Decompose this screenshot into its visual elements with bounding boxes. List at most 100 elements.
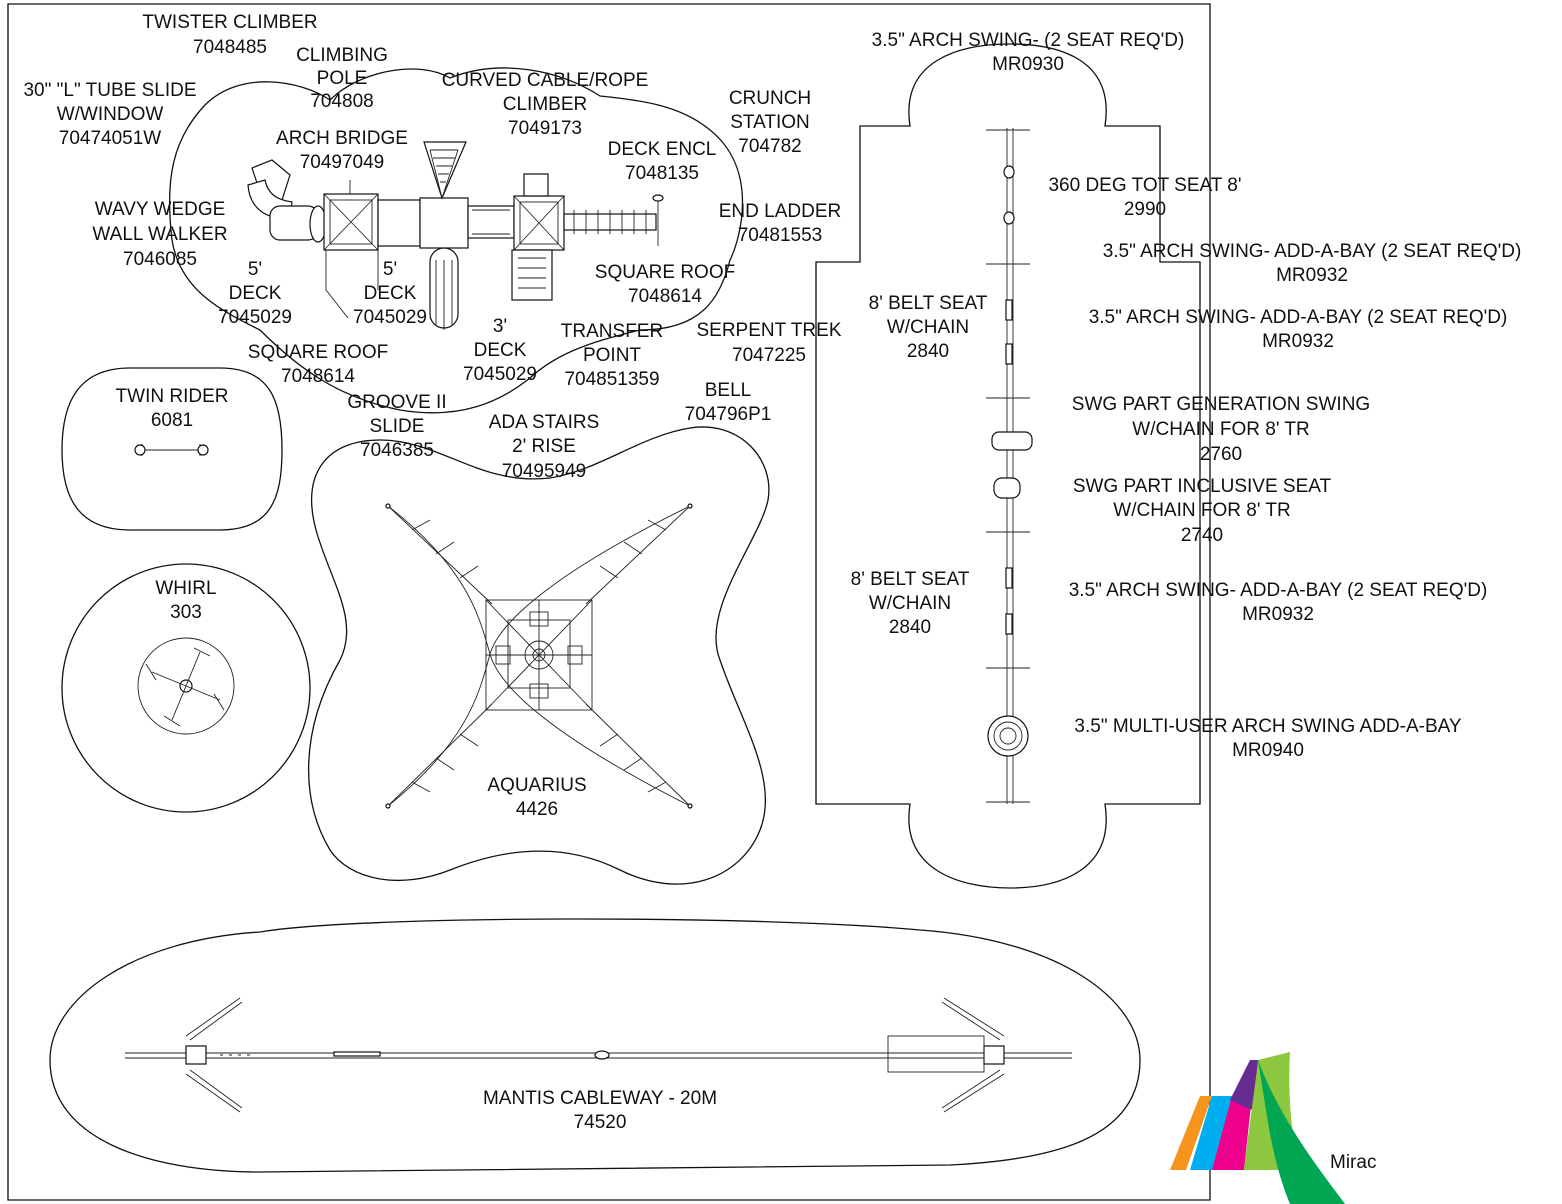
twin-rider-equipment	[134, 444, 209, 456]
svg-text:3.5" ARCH SWING- ADD-A-BAY (2: 3.5" ARCH SWING- ADD-A-BAY (2 SEAT REQ'D…	[1103, 241, 1522, 262]
svg-text:WALL WALKER: WALL WALKER	[92, 224, 227, 245]
logo-mark-green	[1258, 1060, 1345, 1204]
label-add-a-bay-3: 3.5" ARCH SWING- ADD-A-BAY (2 SEAT REQ'D…	[1069, 580, 1488, 625]
svg-text:74520: 74520	[574, 1112, 627, 1133]
svg-text:5': 5'	[383, 259, 397, 280]
label-serpent-trek: SERPENT TREK 7047225	[696, 320, 841, 366]
svg-text:303: 303	[170, 602, 202, 623]
svg-text:W/CHAIN FOR 8' TR: W/CHAIN FOR 8' TR	[1113, 500, 1290, 521]
label-twin-rider: TWIN RIDER 6081	[116, 386, 229, 431]
svg-text:360 DEG TOT SEAT 8': 360 DEG TOT SEAT 8'	[1048, 175, 1241, 196]
svg-text:WHIRL: WHIRL	[155, 578, 216, 599]
label-deck-5-left: 5' DECK 7045029	[218, 259, 292, 328]
svg-text:TRANSFER: TRANSFER	[561, 321, 663, 342]
whirl-equipment	[137, 637, 235, 735]
svg-text:3.5" ARCH SWING- ADD-A-BAY (2: 3.5" ARCH SWING- ADD-A-BAY (2 SEAT REQ'D…	[1089, 307, 1508, 328]
label-end-ladder: END LADDER 70481553	[719, 201, 841, 246]
svg-text:W/WINDOW: W/WINDOW	[57, 104, 164, 125]
svg-text:WAVY WEDGE: WAVY WEDGE	[95, 199, 226, 220]
svg-text:DECK: DECK	[364, 283, 417, 304]
svg-text:SWG PART GENERATION SWING: SWG PART GENERATION SWING	[1072, 394, 1370, 415]
logo-mark-blue	[1190, 1096, 1232, 1170]
label-wavy-wedge: WAVY WEDGE WALL WALKER 7046085	[92, 199, 227, 270]
swing-area-surface	[815, 43, 1201, 889]
svg-text:POINT: POINT	[583, 345, 641, 366]
svg-text:SQUARE ROOF: SQUARE ROOF	[248, 342, 388, 363]
svg-text:2' RISE: 2' RISE	[512, 436, 576, 457]
label-climbing-pole: CLIMBING POLE 704808	[296, 45, 388, 112]
label-twister-climber: TWISTER CLIMBER 7048485	[142, 12, 317, 58]
label-whirl: WHIRL 303	[155, 578, 216, 623]
label-groove-slide: GROOVE II SLIDE 7046385	[347, 392, 446, 461]
svg-text:2840: 2840	[889, 617, 931, 638]
svg-text:3.5" ARCH SWING- (2 SEAT REQ'D: 3.5" ARCH SWING- (2 SEAT REQ'D)	[872, 30, 1185, 51]
label-transfer-point: TRANSFER POINT 704851359	[561, 321, 663, 390]
swing-beam-structure	[986, 128, 1033, 804]
label-arch-bridge: ARCH BRIDGE 70497049	[276, 128, 408, 173]
miracle-logo: Mirac	[1170, 1052, 1376, 1204]
svg-text:70474051W: 70474051W	[59, 128, 162, 149]
svg-text:7045029: 7045029	[353, 307, 427, 328]
svg-text:DECK: DECK	[474, 340, 527, 361]
svg-text:TWIN RIDER: TWIN RIDER	[116, 386, 229, 407]
svg-text:70481553: 70481553	[738, 225, 823, 246]
svg-text:7048614: 7048614	[628, 286, 702, 307]
svg-text:DECK: DECK	[229, 283, 282, 304]
svg-text:CLIMBING: CLIMBING	[296, 45, 388, 66]
svg-text:7047225: 7047225	[732, 345, 806, 366]
svg-text:ADA STAIRS: ADA STAIRS	[489, 412, 600, 433]
play-structure-components	[247, 141, 664, 330]
label-l-tube-slide: 30" "L" TUBE SLIDE W/WINDOW 70474051W	[23, 80, 196, 149]
label-square-roof-right: SQUARE ROOF 7048614	[595, 262, 735, 307]
play-structure-surface-outline	[168, 67, 744, 414]
aquarius-net-structure	[385, 503, 693, 809]
svg-text:2840: 2840	[907, 341, 949, 362]
mantis-cableway-equipment	[125, 997, 1072, 1113]
svg-text:70497049: 70497049	[300, 152, 385, 173]
svg-text:704808: 704808	[310, 91, 373, 112]
svg-text:7046385: 7046385	[360, 440, 434, 461]
whirl-surface	[61, 563, 311, 813]
svg-text:70495949: 70495949	[502, 461, 587, 482]
logo-mark-magenta	[1212, 1096, 1252, 1170]
svg-text:5': 5'	[248, 259, 262, 280]
svg-text:7045029: 7045029	[218, 307, 292, 328]
svg-text:7045029: 7045029	[463, 364, 537, 385]
mantis-surface	[49, 918, 1141, 1173]
label-deck-5-right: 5' DECK 7045029	[353, 259, 427, 328]
label-crunch-station: CRUNCH STATION 704782	[729, 88, 811, 157]
label-generation-swing: SWG PART GENERATION SWING W/CHAIN FOR 8'…	[1072, 394, 1370, 465]
svg-text:POLE: POLE	[317, 68, 368, 89]
svg-text:704851359: 704851359	[564, 369, 659, 390]
label-deck-3: 3' DECK 7045029	[463, 316, 537, 385]
svg-text:SQUARE ROOF: SQUARE ROOF	[595, 262, 735, 283]
svg-text:7049173: 7049173	[508, 118, 582, 139]
svg-text:SLIDE: SLIDE	[370, 416, 425, 437]
svg-text:SWG PART INCLUSIVE SEAT: SWG PART INCLUSIVE SEAT	[1073, 476, 1332, 497]
logo-wordmark: Mirac	[1330, 1152, 1376, 1173]
label-add-a-bay-2: 3.5" ARCH SWING- ADD-A-BAY (2 SEAT REQ'D…	[1089, 307, 1508, 352]
svg-text:MR0932: MR0932	[1276, 265, 1348, 286]
svg-text:ARCH BRIDGE: ARCH BRIDGE	[276, 128, 408, 149]
svg-text:2740: 2740	[1181, 525, 1223, 546]
label-inclusive-seat: SWG PART INCLUSIVE SEAT W/CHAIN FOR 8' T…	[1073, 476, 1332, 546]
label-add-a-bay-1: 3.5" ARCH SWING- ADD-A-BAY (2 SEAT REQ'D…	[1103, 241, 1522, 286]
svg-text:TWISTER CLIMBER: TWISTER CLIMBER	[142, 12, 317, 33]
svg-text:MR0930: MR0930	[992, 54, 1064, 75]
svg-text:8' BELT SEAT: 8' BELT SEAT	[869, 293, 988, 314]
label-mantis: MANTIS CABLEWAY - 20M 74520	[483, 1088, 717, 1133]
twin-rider-surface	[61, 367, 283, 531]
svg-text:MR0932: MR0932	[1242, 604, 1314, 625]
svg-text:CLIMBER: CLIMBER	[503, 94, 587, 115]
svg-text:30" "L" TUBE SLIDE: 30" "L" TUBE SLIDE	[23, 80, 196, 101]
label-tot-seat: 360 DEG TOT SEAT 8' 2990	[1048, 175, 1241, 220]
svg-text:BELL: BELL	[705, 380, 751, 401]
svg-text:7048135: 7048135	[625, 163, 699, 184]
svg-text:END LADDER: END LADDER	[719, 201, 841, 222]
label-curved-cable: CURVED CABLE/ROPE CLIMBER 7049173	[442, 70, 649, 139]
label-belt-seat-2: 8' BELT SEAT W/CHAIN 2840	[851, 569, 970, 638]
sheet-border	[7, 3, 1211, 1201]
label-aquarius: AQUARIUS 4426	[487, 775, 586, 820]
svg-text:2760: 2760	[1200, 444, 1242, 465]
